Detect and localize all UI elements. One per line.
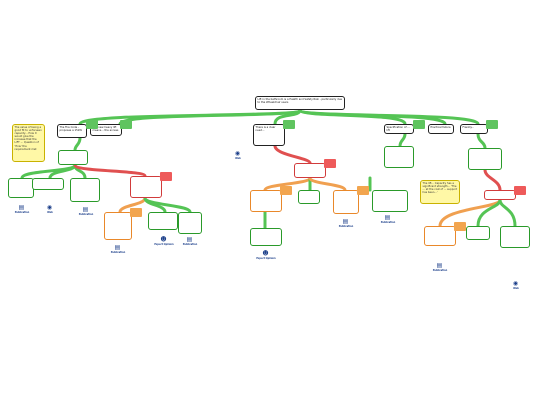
support-node[interactable] xyxy=(468,148,502,170)
claim-specification[interactable]: Specification of ... lift xyxy=(384,124,414,134)
rebuttal-node[interactable] xyxy=(250,190,282,212)
edge xyxy=(483,168,502,192)
edge xyxy=(476,132,487,150)
oppose-badge xyxy=(324,159,336,168)
support-badge xyxy=(413,120,425,129)
source-label: Publication xyxy=(110,251,126,254)
edge xyxy=(298,108,480,126)
support-node[interactable] xyxy=(8,178,34,198)
claim-clear-need[interactable]: There is a clear need... xyxy=(253,124,285,146)
source-label: Publication xyxy=(338,225,354,228)
source-label: Publication xyxy=(78,213,94,216)
source-label: Publication xyxy=(432,269,448,272)
edge xyxy=(273,108,302,126)
support-node[interactable] xyxy=(298,190,320,204)
support-node[interactable] xyxy=(384,146,414,168)
rebuttal-badge xyxy=(454,222,466,231)
source-label: Expert Opinion xyxy=(256,257,276,260)
rebuttal-badge xyxy=(130,208,142,217)
oppose-badge xyxy=(514,186,526,195)
book-icon: ▤ xyxy=(436,262,443,269)
rebuttal-node[interactable] xyxy=(104,212,132,240)
source-label: Publication xyxy=(14,211,30,214)
edge xyxy=(273,144,312,165)
source-label: Web xyxy=(235,157,241,160)
book-icon: ▤ xyxy=(82,206,89,213)
support-node[interactable] xyxy=(148,212,178,230)
support-node[interactable] xyxy=(58,150,88,165)
support-badge xyxy=(486,120,498,129)
note-value-fit[interactable]: The value of being a good fit to unforse… xyxy=(12,124,45,162)
oppose-badge xyxy=(160,172,172,181)
edge xyxy=(143,196,192,214)
edge xyxy=(73,136,82,152)
support-node[interactable] xyxy=(250,228,282,246)
support-node[interactable] xyxy=(372,190,408,212)
claim-heavy-lift[interactable]: The new heavy lift means... the access xyxy=(90,124,122,136)
edge xyxy=(73,163,147,178)
book-icon: ▤ xyxy=(186,236,193,243)
book-icon: ▤ xyxy=(18,204,25,211)
rebuttal-badge xyxy=(280,186,292,195)
source-label: Expert Opinion xyxy=(154,243,174,246)
oppose-node[interactable] xyxy=(294,163,326,178)
oppose-node[interactable] xyxy=(130,176,162,198)
person-icon: ☻ xyxy=(262,250,269,257)
globe-icon: ◉ xyxy=(234,150,241,157)
edge xyxy=(308,176,347,192)
claim-fire-code[interactable]: The Fire Code - proposes a 15kW xyxy=(57,124,87,138)
note-lift-capacity[interactable]: The lift... Capacity has a significant s… xyxy=(420,180,460,204)
source-label: Web xyxy=(47,211,53,214)
book-icon: ▤ xyxy=(384,214,391,221)
book-icon: ▤ xyxy=(342,218,349,225)
rebuttal-badge xyxy=(357,186,369,195)
claim-practical-failure[interactable]: Practical failure xyxy=(428,124,454,134)
support-node[interactable] xyxy=(466,226,490,240)
oppose-node[interactable] xyxy=(484,190,516,200)
source-label: Web xyxy=(513,287,519,290)
root-claim[interactable]: Lift in the bathroom is a Health and Saf… xyxy=(255,96,345,110)
source-label: Publication xyxy=(182,243,198,246)
book-icon: ▤ xyxy=(114,244,121,251)
support-node[interactable] xyxy=(178,212,202,234)
edge xyxy=(398,132,407,148)
globe-icon: ◉ xyxy=(46,204,53,211)
support-badge xyxy=(86,120,98,129)
rebuttal-node[interactable] xyxy=(424,226,456,246)
edge xyxy=(498,198,517,228)
support-node[interactable] xyxy=(70,178,100,202)
support-badge xyxy=(283,120,295,129)
person-icon: ☻ xyxy=(160,236,167,243)
rebuttal-node[interactable] xyxy=(333,190,359,214)
support-node[interactable] xyxy=(32,178,64,190)
claim-frankly[interactable]: Frankly... xyxy=(460,124,488,134)
support-node[interactable] xyxy=(500,226,530,248)
source-label: Publication xyxy=(380,221,396,224)
support-badge xyxy=(120,120,132,129)
globe-icon: ◉ xyxy=(512,280,519,287)
